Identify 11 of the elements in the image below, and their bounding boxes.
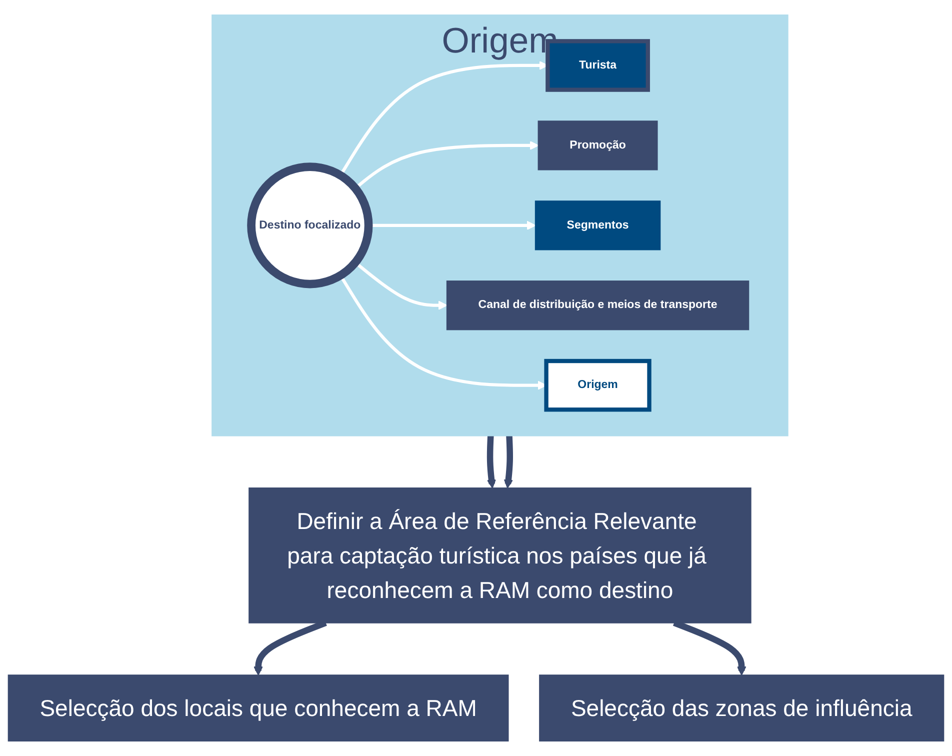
arrow: [504, 436, 513, 488]
node-box: Origem: [544, 358, 652, 412]
node-box: Selecção das zonas de influência: [539, 674, 944, 742]
node-box: Definir a Área de Referência Relevante para captação turística nos países que já reconhecem a RAM como destino: [248, 487, 752, 624]
node-box: Promoção: [538, 120, 658, 170]
arrow: [486, 436, 496, 488]
node-box: Segmentos: [534, 200, 661, 250]
node-circle: Destino focalizado: [247, 162, 373, 288]
node-box: Canal de distribuição e meios de transporte: [446, 280, 750, 330]
node-box: Turista: [546, 39, 650, 92]
node-box: Selecção dos locais que conhecem a RAM: [8, 674, 509, 742]
